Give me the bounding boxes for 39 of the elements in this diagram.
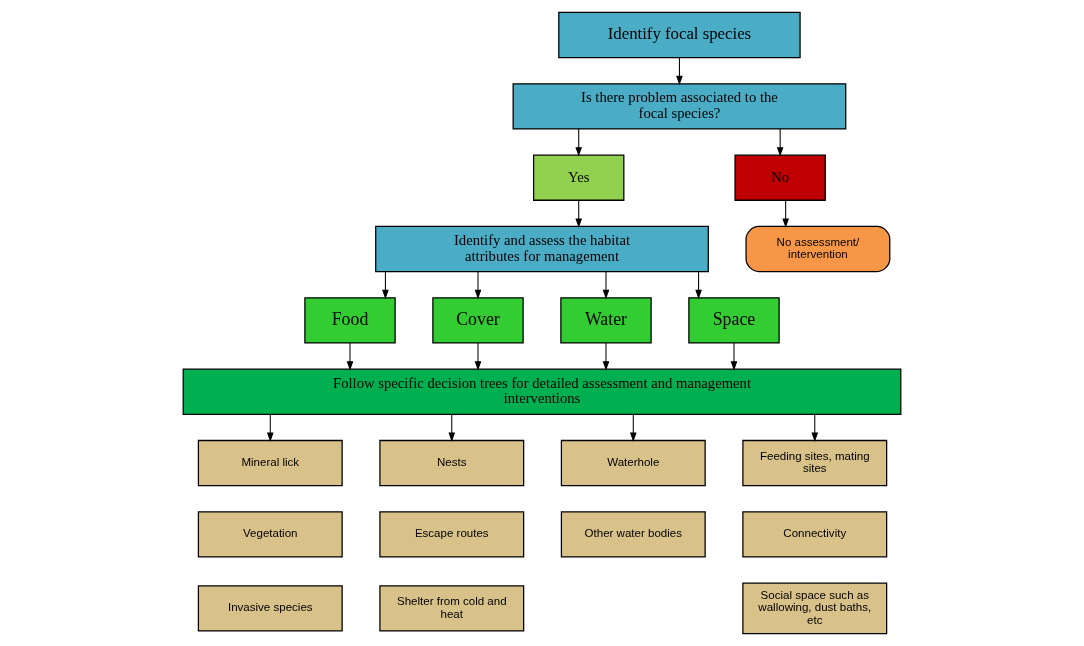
arrow <box>448 413 456 442</box>
node-box: Shelter from cold and heat <box>379 585 525 632</box>
arrow <box>575 199 583 228</box>
arrow <box>776 128 784 157</box>
arrow <box>676 57 683 86</box>
arrow <box>346 342 354 371</box>
node-box: Is there problem associated to the focal species? <box>512 83 847 130</box>
node-box: No assessment/ intervention <box>745 225 891 273</box>
arrow <box>695 271 702 300</box>
arrow <box>266 413 274 442</box>
node-box: Follow specific decision trees for detailed assessment and management interventions <box>182 368 902 415</box>
arrow <box>575 128 583 157</box>
node-box: Cover <box>432 297 524 344</box>
node-box: Escape routes <box>379 511 525 558</box>
node-box: Space <box>688 297 780 344</box>
node-box: Invasive species <box>197 585 343 632</box>
node-box: Connectivity <box>742 511 888 558</box>
arrow <box>474 271 482 300</box>
arrow <box>382 271 389 300</box>
arrow <box>602 271 610 300</box>
arrow <box>629 413 637 442</box>
node-box: Other water bodies <box>560 511 706 558</box>
node-box: Feeding sites, mating sites <box>742 439 888 487</box>
node-box: Identify and assess the habitat attributes for management <box>375 225 709 273</box>
node-box: Food <box>304 297 396 344</box>
node-box: Social space such as wallowing, dust baths, etc <box>742 582 888 635</box>
node-box: Identify focal species <box>558 11 801 59</box>
arrow <box>602 342 610 371</box>
node-box: Yes <box>533 154 625 201</box>
node-box: Vegetation <box>197 511 343 558</box>
node-box: Water <box>560 297 652 344</box>
arrow <box>474 342 482 371</box>
arrow <box>730 342 738 371</box>
node-box: Waterhole <box>560 439 706 487</box>
node-box: Mineral lick <box>197 439 343 487</box>
node-box: Nests <box>379 439 525 487</box>
arrow <box>811 413 819 442</box>
node-box: No <box>734 154 826 201</box>
arrow <box>782 199 789 228</box>
